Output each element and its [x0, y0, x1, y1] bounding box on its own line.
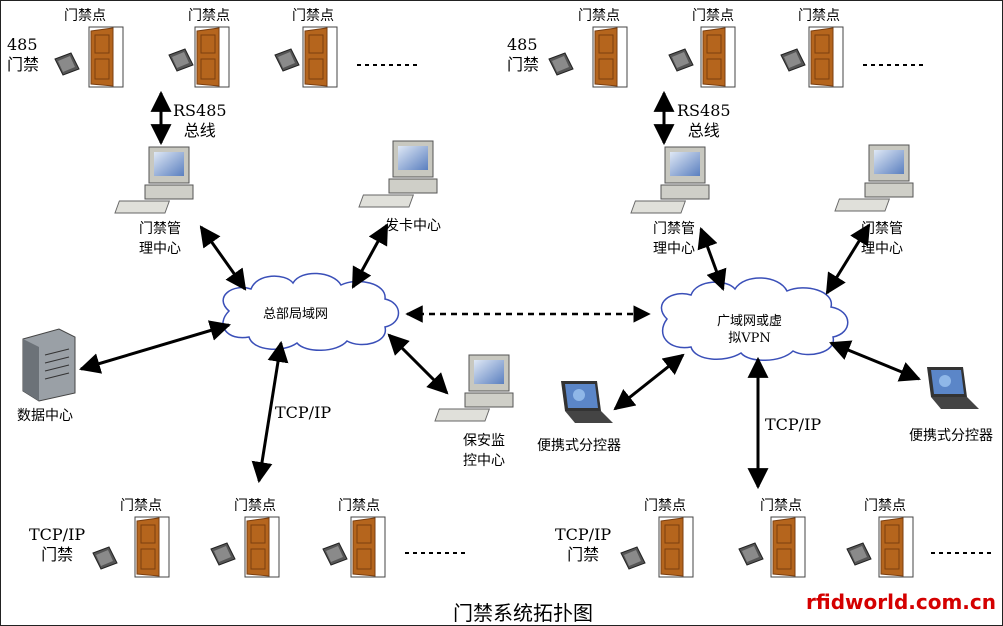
door-icon [194, 26, 230, 88]
mgmt-center-label: 门禁管 理中心 [139, 221, 181, 257]
card-reader-icon [668, 48, 694, 72]
access-point-label: 门禁点 [578, 8, 620, 24]
card-reader-icon [738, 542, 764, 566]
access-point-label: 门禁点 [188, 8, 230, 24]
data-center-label: 数据中心 [17, 408, 73, 424]
tcpip-access-label: TCP/IP 门禁 [29, 525, 86, 564]
door-icon [658, 516, 694, 578]
rs485-bus-label: RS485 总线 [173, 101, 227, 140]
mgmt-center-label: 门禁管 理中心 [653, 221, 695, 257]
access-point-label: 门禁点 [64, 8, 106, 24]
computer-icon [834, 144, 914, 212]
door-icon [244, 516, 280, 578]
link-mgmt2-wan [697, 227, 727, 291]
portable-controller-label: 便携式分控器 [909, 428, 993, 444]
door-icon [700, 26, 736, 88]
door-icon [592, 26, 628, 88]
access-point-label: 门禁点 [760, 498, 802, 514]
hq-lan-label: 总部局域网 [263, 307, 329, 322]
access-point-label: 门禁点 [864, 498, 906, 514]
access-point-label: 门禁点 [338, 498, 380, 514]
link-card-hq [351, 223, 389, 289]
laptop-icon [927, 367, 979, 409]
access-point-label: 门禁点 [292, 8, 334, 24]
door-icon [88, 26, 124, 88]
card-reader-icon [54, 52, 80, 76]
brand-watermark: rfidworld.com.cn [806, 590, 996, 614]
rs485-access-label: 485 门禁 [7, 35, 40, 74]
link-security-hq [387, 333, 449, 395]
access-point-label: 门禁点 [234, 498, 276, 514]
tcpip-label: TCP/IP [765, 415, 822, 434]
card-reader-icon [548, 52, 574, 76]
rs485-bus-label: RS485 总线 [677, 101, 731, 140]
computer-icon [434, 354, 514, 422]
door-icon [878, 516, 914, 578]
tcpip-label: TCP/IP [275, 403, 332, 422]
link-mgmt3-wan [825, 223, 871, 295]
link-mgmt-hq [199, 225, 247, 291]
card-reader-icon [210, 542, 236, 566]
access-point-label: 门禁点 [120, 498, 162, 514]
computer-icon [358, 140, 438, 208]
card-reader-icon [168, 48, 194, 72]
computer-icon [114, 146, 194, 214]
access-point-label: 门禁点 [798, 8, 840, 24]
door-icon [302, 26, 338, 88]
door-icon [350, 516, 386, 578]
server-icon [22, 328, 76, 402]
laptop-icon [561, 381, 613, 423]
card-reader-icon [780, 48, 806, 72]
door-icon [134, 516, 170, 578]
card-center-label: 发卡中心 [385, 218, 441, 234]
link-datacenter-hq [78, 320, 232, 374]
tcpip-access-label: TCP/IP 门禁 [555, 525, 612, 564]
security-center-label: 保安监 控中心 [463, 433, 505, 469]
link-laptop1-wan [613, 353, 685, 411]
portable-controller-label: 便携式分控器 [537, 438, 621, 454]
computer-icon [630, 146, 710, 214]
card-reader-icon [274, 48, 300, 72]
card-reader-icon [846, 542, 872, 566]
door-icon [770, 516, 806, 578]
link-hq-tcpip [251, 340, 289, 484]
link-laptop2-wan [829, 340, 921, 382]
access-point-label: 门禁点 [644, 498, 686, 514]
access-point-label: 门禁点 [692, 8, 734, 24]
mgmt-center-label: 门禁管 理中心 [861, 221, 903, 257]
door-icon [808, 26, 844, 88]
card-reader-icon [322, 542, 348, 566]
diagram-title: 门禁系统拓扑图 [453, 601, 593, 625]
card-reader-icon [620, 546, 646, 570]
card-reader-icon [92, 546, 118, 570]
wan-vpn-label: 广域网或虚 拟VPN [717, 314, 783, 346]
rs485-access-label: 485 门禁 [507, 35, 540, 74]
